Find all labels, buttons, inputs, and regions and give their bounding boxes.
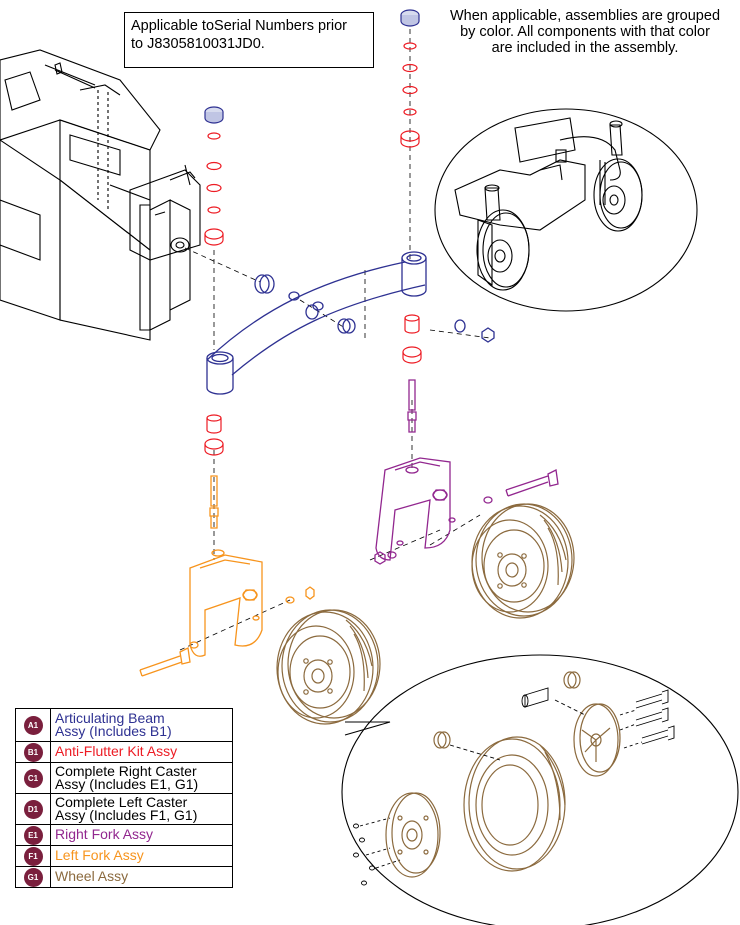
legend-badge: C1: [23, 769, 43, 788]
legend-badge-cell: C1: [15, 762, 51, 794]
legend-label-line2: Assy (Includes E1, G1): [55, 776, 199, 792]
cap-left: [204, 106, 224, 124]
legend-row: F1 Left Fork Assy: [15, 845, 233, 867]
color-note-line1: When applicable, assemblies are grouped: [449, 8, 721, 24]
legend-label-line1: Wheel Assy: [55, 868, 129, 885]
legend-label-line1: Anti-Flutter Kit Assy: [55, 743, 178, 760]
color-grouping-note: When applicable, assemblies are grouped …: [432, 8, 738, 56]
legend-row: B1 Anti-Flutter Kit Assy: [15, 741, 233, 763]
serial-note-line1: Applicable toSerial Numbers prior: [131, 18, 347, 34]
legend-badge: D1: [23, 800, 43, 819]
color-note-line3: are included in the assembly.: [491, 40, 679, 56]
right-wheel: [471, 503, 575, 619]
legend-badge-cell: A1: [15, 708, 51, 742]
anti-flutter-stack-right: [400, 42, 422, 364]
cap-right: [400, 9, 420, 27]
right-fork: [374, 379, 559, 565]
color-note-line2: by color. All components with that color: [460, 24, 710, 40]
legend-row: E1 Right Fork Assy: [15, 824, 233, 846]
legend-badge-cell: G1: [15, 866, 51, 888]
legend-label-line1: Left Fork Assy: [55, 847, 144, 864]
left-wheel: [276, 609, 381, 725]
legend-label-line1: Articulating Beam: [55, 709, 165, 726]
legend-label: Left Fork Assy: [50, 845, 233, 867]
legend-label-line1: Complete Left Caster: [55, 793, 188, 810]
legend-badge-cell: B1: [15, 741, 51, 763]
articulating-beam: [206, 251, 495, 395]
legend-label: Anti-Flutter Kit Assy: [50, 741, 233, 763]
legend-badge-cell: E1: [15, 824, 51, 846]
legend-badge: E1: [23, 826, 43, 845]
chassis-frame: [0, 49, 201, 341]
wheel-exploded-hardware: [353, 687, 675, 886]
legend-label-line1: Right Fork Assy: [55, 826, 154, 843]
serial-note-line2: to J8305810031JD0.: [131, 36, 265, 52]
legend-label-line1: Complete Right Caster: [55, 762, 197, 779]
detail-circle-wheel: [341, 654, 739, 925]
serial-number-note: Applicable toSerial Numbers prior to J83…: [124, 12, 374, 68]
legend-label-line2: Assy (Includes F1, G1): [55, 807, 198, 823]
left-fork: [139, 475, 315, 677]
legend-badge: F1: [23, 847, 43, 866]
legend-label: Right Fork Assy: [50, 824, 233, 846]
anti-flutter-stack-left: [204, 132, 224, 456]
wheel-exploded-parts: [385, 671, 621, 878]
legend-badge-cell: F1: [15, 845, 51, 867]
detail-circle-assembled: [434, 108, 698, 312]
legend-label: Wheel Assy: [50, 866, 233, 888]
legend-row: G1 Wheel Assy: [15, 866, 233, 888]
legend-label-line2: Assy (Includes B1): [55, 723, 172, 739]
legend-badge: B1: [23, 743, 43, 762]
callout-leader: [344, 721, 391, 736]
legend-badge-cell: D1: [15, 793, 51, 825]
legend-badge: G1: [23, 868, 43, 887]
legend-badge: A1: [23, 716, 43, 735]
